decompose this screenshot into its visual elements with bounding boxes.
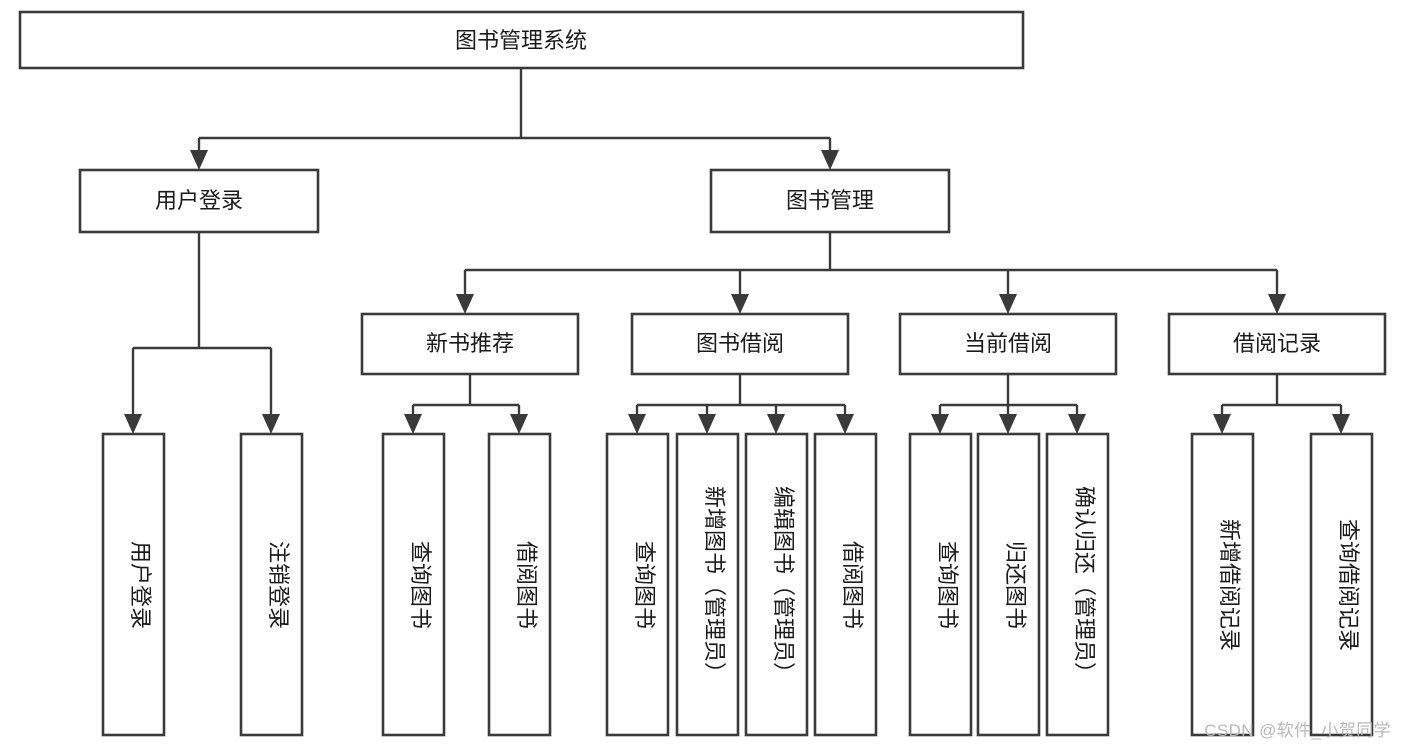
arrow-leaf-user-logout — [262, 414, 280, 434]
node-leaf-return-book-box[interactable] — [976, 432, 1041, 737]
node-leaf-user-logout-label: 注销登录 — [266, 541, 291, 629]
arrow-leaf-borrow-book-1 — [510, 414, 528, 434]
connector-layer — [124, 68, 1350, 434]
arrow-leaf-confirm-return — [1068, 414, 1086, 434]
node-root-box[interactable] — [18, 10, 1025, 70]
node-leaf-add-record-label: 新增借阅记录 — [1217, 519, 1242, 651]
node-leaf-user-login[interactable]: 用户登录 — [101, 432, 166, 737]
node-user-login[interactable]: 用户登录 — [78, 168, 320, 234]
node-leaf-query-record-label: 查询借阅记录 — [1336, 519, 1361, 651]
csdn-watermark: CSDN @软件_小贺同学 — [1204, 721, 1391, 740]
node-leaf-add-record[interactable]: 新增借阅记录 — [1190, 432, 1255, 737]
node-leaf-borrow-book-2-box[interactable] — [813, 432, 878, 737]
node-leaf-query-book-3-label: 查询图书 — [935, 541, 960, 629]
node-leaf-query-book-2-box[interactable] — [605, 432, 670, 737]
node-leaf-user-login-box[interactable] — [101, 432, 166, 737]
arrow-leaf-add-record — [1213, 414, 1231, 434]
node-leaf-user-logout[interactable]: 注销登录 — [239, 432, 304, 737]
arrow-leaf-borrow-book-2 — [836, 414, 854, 434]
node-root-label: 图书管理系统 — [455, 28, 587, 53]
node-user-login-box[interactable] — [78, 168, 320, 234]
node-leaf-borrow-book-2-label: 借阅图书 — [840, 541, 865, 629]
node-leaf-add-book-label: 新增图书（管理员） — [702, 486, 727, 684]
node-root[interactable]: 图书管理系统 — [18, 10, 1025, 70]
node-new-book-rec[interactable]: 新书推荐 — [360, 312, 580, 376]
arrow-book-borrow — [731, 294, 749, 314]
arrow-book-manage — [821, 150, 839, 170]
node-leaf-confirm-return-label: 确认归还（管理员） — [1072, 486, 1097, 684]
node-leaf-user-logout-box[interactable] — [239, 432, 304, 737]
arrow-current-borrow — [999, 294, 1017, 314]
node-leaf-return-book[interactable]: 归还图书 — [976, 432, 1041, 737]
node-leaf-add-book[interactable]: 新增图书（管理员） — [675, 432, 740, 737]
arrow-leaf-query-record — [1332, 414, 1350, 434]
node-new-book-rec-box[interactable] — [360, 312, 580, 376]
node-book-manage-label: 图书管理 — [786, 188, 874, 213]
arrow-leaf-query-book-1 — [404, 414, 422, 434]
node-book-borrow-label: 图书借阅 — [696, 331, 784, 356]
arrow-borrow-record — [1268, 294, 1286, 314]
arrow-leaf-add-book — [698, 414, 716, 434]
node-leaf-borrow-book-1[interactable]: 借阅图书 — [487, 432, 552, 737]
node-leaf-query-book-1[interactable]: 查询图书 — [381, 432, 446, 737]
node-leaf-query-book-2[interactable]: 查询图书 — [605, 432, 670, 737]
arrow-user-login — [190, 150, 208, 170]
arrow-new-book-rec — [456, 294, 474, 314]
node-borrow-record[interactable]: 借阅记录 — [1167, 312, 1387, 376]
node-book-borrow[interactable]: 图书借阅 — [630, 312, 850, 376]
node-new-book-rec-label: 新书推荐 — [426, 331, 514, 356]
node-leaf-edit-book-box[interactable] — [744, 432, 809, 737]
node-book-manage[interactable]: 图书管理 — [709, 168, 951, 234]
arrow-leaf-query-book-3 — [931, 414, 949, 434]
node-leaf-borrow-book-1-label: 借阅图书 — [514, 541, 539, 629]
node-current-borrow-box[interactable] — [898, 312, 1118, 376]
node-leaf-query-book-3[interactable]: 查询图书 — [908, 432, 973, 737]
node-leaf-query-book-1-box[interactable] — [381, 432, 446, 737]
arrow-leaf-user-login — [124, 414, 142, 434]
node-leaf-user-login-label: 用户登录 — [128, 541, 153, 629]
node-user-login-label: 用户登录 — [155, 188, 243, 213]
node-book-manage-box[interactable] — [709, 168, 951, 234]
node-leaf-return-book-label: 归还图书 — [1003, 541, 1028, 629]
node-leaf-query-record[interactable]: 查询借阅记录 — [1309, 432, 1374, 737]
node-leaf-edit-book-label: 编辑图书（管理员） — [771, 486, 796, 684]
node-leaf-add-record-box[interactable] — [1190, 432, 1255, 737]
node-leaf-confirm-return-box[interactable] — [1045, 432, 1110, 737]
node-current-borrow-label: 当前借阅 — [964, 331, 1052, 356]
node-leaf-borrow-book-2[interactable]: 借阅图书 — [813, 432, 878, 737]
node-book-borrow-box[interactable] — [630, 312, 850, 376]
node-leaf-add-book-box[interactable] — [675, 432, 740, 737]
node-leaf-query-book-1-label: 查询图书 — [408, 541, 433, 629]
node-borrow-record-label: 借阅记录 — [1233, 331, 1321, 356]
node-current-borrow[interactable]: 当前借阅 — [898, 312, 1118, 376]
node-leaf-edit-book[interactable]: 编辑图书（管理员） — [744, 432, 809, 737]
arrow-leaf-query-book-2 — [628, 414, 646, 434]
node-leaf-query-book-2-label: 查询图书 — [632, 541, 657, 629]
node-leaf-borrow-book-1-box[interactable] — [487, 432, 552, 737]
arrow-leaf-edit-book — [767, 414, 785, 434]
node-leaf-confirm-return[interactable]: 确认归还（管理员） — [1045, 432, 1110, 737]
node-leaf-query-book-3-box[interactable] — [908, 432, 973, 737]
node-borrow-record-box[interactable] — [1167, 312, 1387, 376]
node-leaf-query-record-box[interactable] — [1309, 432, 1374, 737]
arrow-leaf-return-book — [999, 414, 1017, 434]
